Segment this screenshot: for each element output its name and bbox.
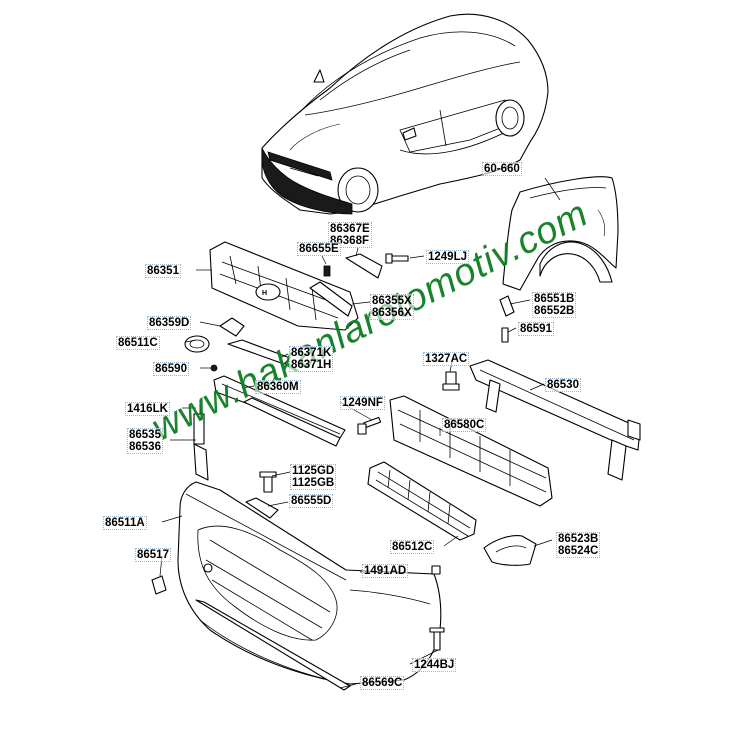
label-1125gd-1125gb: 1125GD 1125GB: [290, 464, 337, 490]
label-86655e: 86655E: [297, 242, 341, 256]
label-1327ac: 1327AC: [423, 352, 470, 366]
label-1249lj: 1249LJ: [426, 250, 470, 264]
label-86555d: 86555D: [289, 494, 334, 508]
emblem-bracket: [219, 317, 245, 337]
label-86535-86536: 86535 86536: [127, 428, 163, 454]
bracket-86367e: [345, 253, 383, 279]
label-60-660: 60-660: [482, 162, 522, 176]
bracket-86551b: [499, 295, 515, 317]
label-86517: 86517: [135, 548, 171, 562]
label-86536: 86536: [129, 441, 161, 453]
label-86551b-86552b: 86551B 86552B: [532, 292, 577, 318]
label-86551b: 86551B: [534, 293, 575, 305]
label-86524c: 86524C: [558, 545, 599, 557]
bolt-1249nf: [357, 416, 382, 435]
bolt-1125gd: [259, 471, 277, 493]
label-86359d: 86359D: [147, 316, 192, 330]
bracket-86555d: [245, 497, 279, 519]
label-86371k: 86371K: [291, 347, 332, 359]
label-1249nf: 1249NF: [340, 396, 385, 410]
grille-frame: [213, 375, 346, 447]
clip-86590: [210, 364, 218, 372]
bumper-beam: [469, 359, 641, 481]
clip-1491ad: [431, 565, 441, 575]
label-1125gd: 1125GD: [292, 465, 335, 477]
energy-absorber: [389, 395, 553, 507]
label-86535: 86535: [129, 429, 161, 441]
label-86367e: 86367E: [330, 223, 370, 235]
bolt-1416lk: [193, 400, 209, 481]
fog-lamp-cover: [483, 535, 537, 566]
front-bumper: [177, 481, 442, 685]
clip-86591: [501, 327, 509, 343]
label-86371k-86371h: 86371K 86371H: [289, 346, 334, 372]
label-86591: 86591: [518, 322, 554, 336]
lower-strip: [195, 599, 351, 691]
label-86580c: 86580C: [442, 418, 487, 432]
label-86523b-86524c: 86523B 86524C: [556, 532, 601, 558]
bolt-1327ac: [442, 371, 460, 391]
front-emblem: [184, 335, 210, 353]
lower-grille: [367, 461, 477, 541]
upper-grille: H: [209, 241, 359, 331]
label-86511a: 86511A: [103, 516, 147, 530]
label-86511c: 86511C: [116, 336, 160, 350]
clip-86655e: [323, 265, 331, 277]
screw-1244bj: [429, 627, 445, 651]
label-86360m: 86360M: [255, 380, 301, 394]
label-86367e-86368f: 86367E 86368F: [328, 222, 372, 248]
tow-hook-cap: [151, 575, 167, 595]
label-1491ad: 1491AD: [362, 564, 409, 578]
label-86371h: 86371H: [291, 359, 332, 371]
label-1416lk: 1416LK: [125, 402, 170, 416]
bolt-1249lj: [385, 253, 409, 264]
svg-text:H: H: [262, 290, 267, 297]
label-86569c: 86569C: [360, 676, 405, 690]
label-86530: 86530: [545, 378, 581, 392]
fender-part: [502, 176, 619, 291]
label-86351: 86351: [145, 264, 181, 278]
label-86590: 86590: [153, 362, 189, 376]
label-86552b: 86552B: [534, 305, 575, 317]
car-illustration: [261, 13, 549, 215]
grille-bracket: [309, 281, 353, 317]
label-86512c: 86512C: [390, 540, 435, 554]
label-1244bj: 1244BJ: [412, 658, 457, 672]
label-1125gb: 1125GB: [292, 477, 335, 489]
label-86355x-86356x: 86355X 86356X: [370, 294, 414, 320]
label-86355x: 86355X: [372, 295, 412, 307]
label-86523b: 86523B: [558, 533, 599, 545]
label-86356x: 86356X: [372, 307, 412, 319]
